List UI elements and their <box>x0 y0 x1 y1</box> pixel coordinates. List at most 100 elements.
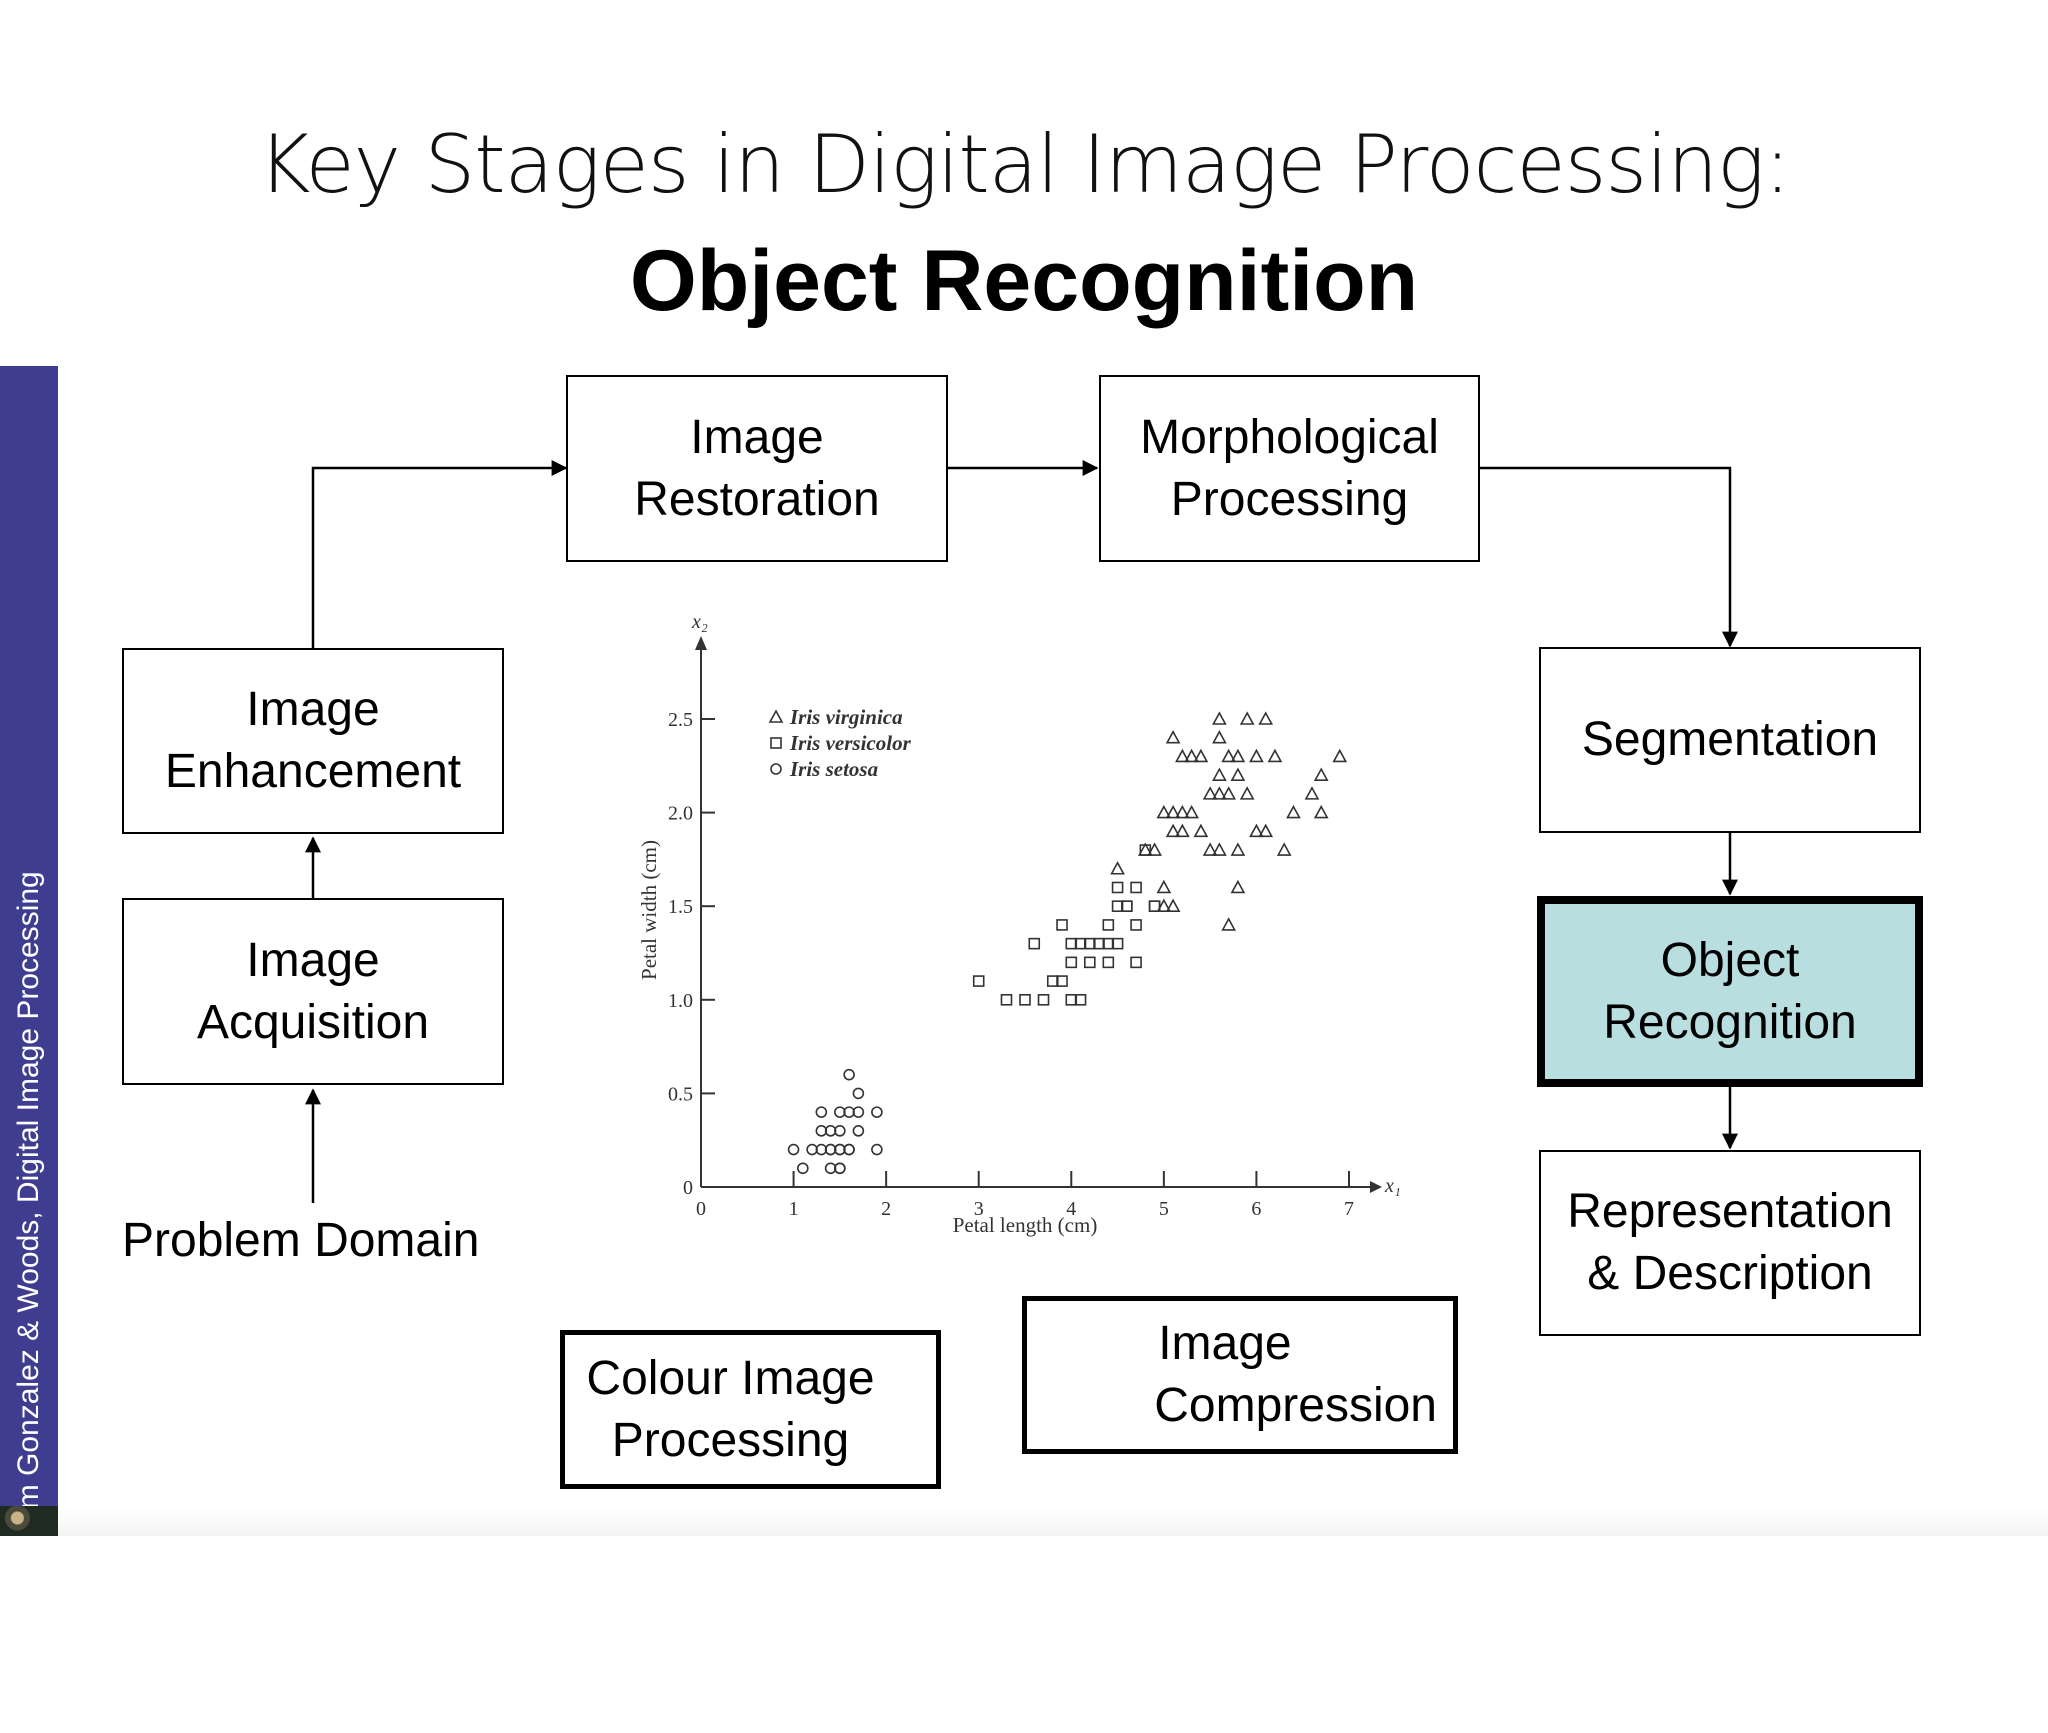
x-tick-label: 6 <box>1251 1198 1261 1220</box>
data-point-triangle <box>1276 842 1292 856</box>
data-point-triangle <box>1313 767 1329 781</box>
stage-label: Recognition <box>1603 995 1857 1049</box>
data-point-square <box>1065 956 1078 969</box>
data-point-circle <box>834 1125 846 1137</box>
data-point-triangle <box>1212 730 1227 744</box>
data-point-triangle <box>1165 823 1181 838</box>
data-point-triangle <box>1249 748 1264 763</box>
stage-label: Object <box>1660 933 1800 987</box>
legend-marker-circle <box>770 763 782 775</box>
data-point-triangle <box>1221 917 1237 931</box>
stage-label: Image <box>1158 1317 1292 1370</box>
data-point-triangle <box>1212 767 1227 781</box>
slide-title: Key Stages in Digital Image Processing: <box>257 118 1791 211</box>
data-point-triangle <box>1230 879 1246 894</box>
data-point-triangle <box>1239 786 1255 800</box>
legend-label: Iris versicolor <box>789 731 912 755</box>
data-point-square <box>1121 900 1133 913</box>
data-point-triangle <box>1175 804 1190 819</box>
x-tick-label: 7 <box>1344 1198 1354 1220</box>
data-point-square <box>1019 993 1031 1006</box>
y-axis-arrow <box>695 636 707 650</box>
x-axis-label: Petal length (cm) <box>953 1213 1098 1237</box>
data-point-square <box>1130 919 1142 931</box>
arrow-morphological-to-segmentation <box>1480 466 1738 648</box>
data-point-square <box>1102 919 1115 931</box>
data-point-circle <box>852 1087 865 1100</box>
data-point-square <box>1148 900 1161 913</box>
data-point-triangle <box>1212 842 1227 856</box>
data-point-square <box>1111 881 1124 894</box>
y-tick-label: 2.5 <box>668 709 693 731</box>
data-point-triangle <box>1156 879 1172 894</box>
data-point-triangle <box>1184 804 1199 819</box>
stage-label: Processing <box>611 1413 850 1467</box>
data-point-circle <box>843 1143 855 1156</box>
stage-label: Acquisition <box>196 995 430 1049</box>
data-point-triangle <box>1193 748 1209 763</box>
data-point-circle <box>843 1068 855 1081</box>
data-point-triangle <box>1249 823 1264 838</box>
data-point-triangle <box>1175 823 1190 838</box>
data-point-triangle <box>1239 711 1255 725</box>
y-axis-label: Petal width (cm) <box>637 840 661 980</box>
data-point-circle <box>824 1143 837 1156</box>
y-tick-label: 2.0 <box>668 803 693 825</box>
flow-arrows <box>305 460 1738 1203</box>
data-point-triangle <box>1110 861 1125 875</box>
x-tick-label: 2 <box>881 1198 891 1220</box>
data-point-circle <box>852 1125 865 1137</box>
data-point-square <box>1056 975 1068 987</box>
footer-strip <box>58 1506 2048 1536</box>
data-point-square <box>1000 993 1013 1006</box>
y-axis-symbol: x₂ <box>691 611 708 633</box>
data-point-circle <box>834 1162 846 1175</box>
data-point-triangle <box>1258 711 1274 725</box>
sidebar-credit-bar: Images taken from Gonzalez & Woods, Digi… <box>0 366 58 1733</box>
stage-label: & Description <box>1587 1247 1873 1300</box>
x-axis-arrow <box>1370 1181 1382 1193</box>
logo-icon <box>0 1506 58 1536</box>
data-point-triangle <box>1165 804 1181 819</box>
data-point-square <box>1037 993 1050 1006</box>
stage-label: Colour Image <box>586 1351 875 1405</box>
stage-label: Restoration <box>634 472 880 526</box>
data-point-square <box>1084 956 1096 969</box>
data-point-triangle <box>1202 842 1218 856</box>
stage-label: Image <box>246 683 380 736</box>
data-point-square <box>1111 937 1124 950</box>
data-point-triangle <box>1147 842 1162 856</box>
problem-domain-label: Problem Domain <box>122 1214 480 1267</box>
x-tick-label: 0 <box>696 1198 706 1220</box>
data-point-triangle <box>1165 898 1181 912</box>
segmentation-box: Segmentation <box>1539 647 1921 833</box>
data-point-triangle <box>1221 748 1237 763</box>
data-point-triangle <box>1258 823 1274 838</box>
x-tick-label: 4 <box>1066 1198 1076 1220</box>
data-point-square <box>1028 937 1041 950</box>
data-point-circle <box>806 1143 818 1156</box>
data-point-triangle <box>1184 748 1199 763</box>
data-point-circle <box>871 1143 883 1156</box>
y-tick-label: 1.5 <box>668 896 693 918</box>
data-point-triangle <box>1175 748 1190 763</box>
data-point-triangle <box>1313 804 1329 819</box>
y-tick-label: 0.5 <box>668 1083 693 1105</box>
data-point-triangle <box>1202 786 1218 800</box>
y-tick-label: 0 <box>683 1177 693 1199</box>
data-point-circle <box>797 1162 809 1175</box>
data-point-circle <box>787 1143 800 1156</box>
data-point-triangle <box>1156 898 1172 912</box>
legend-marker-square <box>770 737 782 749</box>
data-point-triangle <box>1212 786 1227 800</box>
data-point-triangle <box>1230 842 1246 856</box>
data-point-square <box>1102 956 1115 969</box>
data-point-triangle <box>1156 804 1172 819</box>
data-point-square <box>1130 881 1142 894</box>
y-tick-label: 1.0 <box>668 990 693 1012</box>
